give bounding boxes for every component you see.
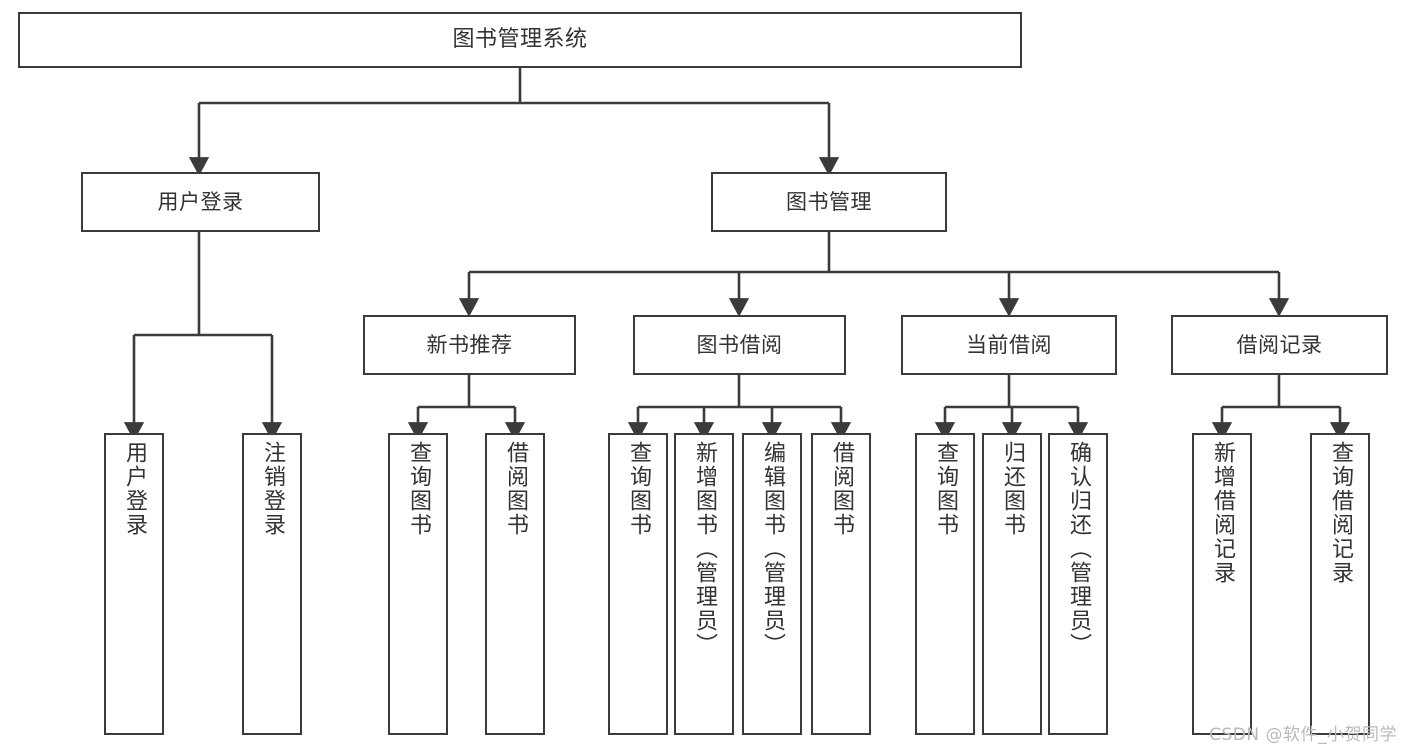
leaf-user-login-logout[interactable]: 注销登录	[242, 433, 302, 735]
node-user-login-label: 用户登录	[157, 189, 244, 214]
node-user-login[interactable]: 用户登录	[81, 172, 320, 232]
node-new-book-recommend-label: 新书推荐	[426, 332, 513, 357]
leaf-new-book-query-label: 查询图书	[406, 441, 431, 537]
leaf-current-borrow-return[interactable]: 归还图书	[982, 433, 1042, 735]
leaf-book-borrow-edit[interactable]: 编辑图书（管理员）	[742, 433, 802, 735]
leaf-new-book-borrow-label: 借阅图书	[503, 441, 528, 537]
leaf-current-borrow-query-label: 查询图书	[933, 441, 958, 537]
leaf-user-login-login-label: 用户登录	[122, 441, 147, 537]
leaf-user-login-login[interactable]: 用户登录	[104, 433, 164, 735]
node-book-management-label: 图书管理	[786, 189, 872, 214]
leaf-borrow-record-query-label: 查询借阅记录	[1328, 441, 1353, 585]
leaf-current-borrow-confirm-return-label: 确认归还（管理员）	[1066, 441, 1091, 657]
leaf-book-borrow-edit-label: 编辑图书（管理员）	[760, 441, 785, 657]
node-book-management[interactable]: 图书管理	[711, 172, 947, 232]
leaf-current-borrow-confirm-return[interactable]: 确认归还（管理员）	[1048, 433, 1108, 735]
node-book-borrow-label: 图书借阅	[696, 332, 783, 357]
leaf-borrow-record-add-label: 新增借阅记录	[1210, 441, 1235, 585]
node-borrow-record[interactable]: 借阅记录	[1171, 315, 1388, 375]
leaf-book-borrow-borrow[interactable]: 借阅图书	[811, 433, 871, 735]
leaf-new-book-query[interactable]: 查询图书	[388, 433, 448, 735]
node-root-system-label: 图书管理系统	[452, 27, 588, 53]
leaf-book-borrow-add-label: 新增图书（管理员）	[692, 441, 717, 657]
leaf-user-login-logout-label: 注销登录	[260, 441, 285, 537]
leaf-borrow-record-add[interactable]: 新增借阅记录	[1192, 433, 1252, 735]
node-root-system[interactable]: 图书管理系统	[18, 12, 1022, 68]
leaf-book-borrow-query[interactable]: 查询图书	[608, 433, 668, 735]
leaf-book-borrow-query-label: 查询图书	[626, 441, 651, 537]
node-new-book-recommend[interactable]: 新书推荐	[363, 315, 576, 375]
leaf-current-borrow-return-label: 归还图书	[1000, 441, 1025, 537]
node-book-borrow[interactable]: 图书借阅	[633, 315, 846, 375]
leaf-book-borrow-borrow-label: 借阅图书	[829, 441, 854, 537]
leaf-current-borrow-query[interactable]: 查询图书	[915, 433, 975, 735]
csdn-watermark: CSDN @软件_小贺同学	[1209, 725, 1397, 745]
node-current-borrow[interactable]: 当前借阅	[901, 315, 1117, 375]
node-current-borrow-label: 当前借阅	[966, 332, 1052, 357]
node-borrow-record-label: 借阅记录	[1236, 332, 1323, 357]
leaf-borrow-record-query[interactable]: 查询借阅记录	[1310, 433, 1370, 735]
leaf-new-book-borrow[interactable]: 借阅图书	[485, 433, 545, 735]
leaf-book-borrow-add[interactable]: 新增图书（管理员）	[674, 433, 734, 735]
